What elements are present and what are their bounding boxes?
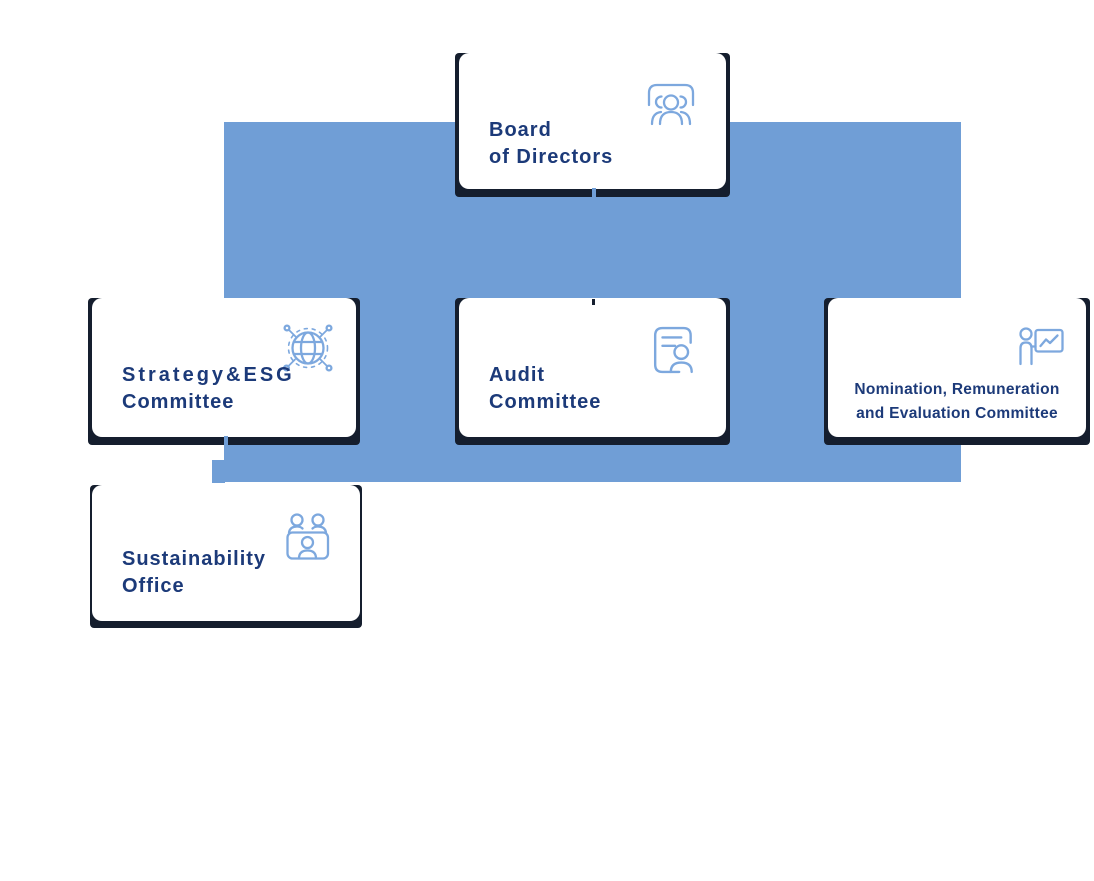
sustainability-card: Sustainability Office xyxy=(92,485,360,621)
node-strategy-esg-committee: Strategy&ESG Committee xyxy=(88,298,360,445)
board-title: Board of Directors xyxy=(489,117,613,171)
presenter-chart-icon xyxy=(1016,326,1066,376)
connector-band-step xyxy=(212,460,225,483)
nomination-title-line2: and Evaluation Committee xyxy=(856,405,1058,422)
node-board-of-directors: Board of Directors xyxy=(455,53,730,197)
node-nomination-committee: Nomination, Remuneration and Evaluation … xyxy=(824,298,1090,445)
sustainability-title-line1: Sustainability xyxy=(122,548,267,570)
nomination-card: Nomination, Remuneration and Evaluation … xyxy=(828,298,1086,437)
connector-tick-audit xyxy=(592,299,595,305)
strategy-title-line1: Strategy&ESG xyxy=(122,364,295,386)
nomination-title-line1: Nomination, Remuneration xyxy=(854,381,1060,398)
strategy-card: Strategy&ESG Committee xyxy=(92,298,356,437)
audit-card: Audit Committee xyxy=(459,298,726,437)
board-meeting-icon xyxy=(645,81,697,128)
board-title-line1: Board xyxy=(489,119,552,141)
audit-record-icon xyxy=(652,326,698,374)
nomination-title: Nomination, Remuneration and Evaluation … xyxy=(828,378,1086,426)
strategy-title-line2: Committee xyxy=(122,391,235,413)
node-sustainability-office: Sustainability Office xyxy=(90,485,362,628)
panel-meeting-icon xyxy=(283,511,333,561)
board-card: Board of Directors xyxy=(459,53,726,189)
strategy-title: Strategy&ESG Committee xyxy=(122,362,295,416)
connector-gap-strategy xyxy=(224,436,228,446)
node-audit-committee: Audit Committee xyxy=(455,298,730,445)
sustainability-title-line2: Office xyxy=(122,575,185,597)
board-title-line2: of Directors xyxy=(489,146,614,168)
global-network-icon xyxy=(282,322,334,374)
audit-title-line2: Committee xyxy=(489,391,602,413)
sustainability-title: Sustainability Office xyxy=(122,546,266,600)
audit-title-line1: Audit xyxy=(489,364,546,386)
audit-title: Audit Committee xyxy=(489,362,601,416)
connector-gap-board xyxy=(592,188,596,198)
